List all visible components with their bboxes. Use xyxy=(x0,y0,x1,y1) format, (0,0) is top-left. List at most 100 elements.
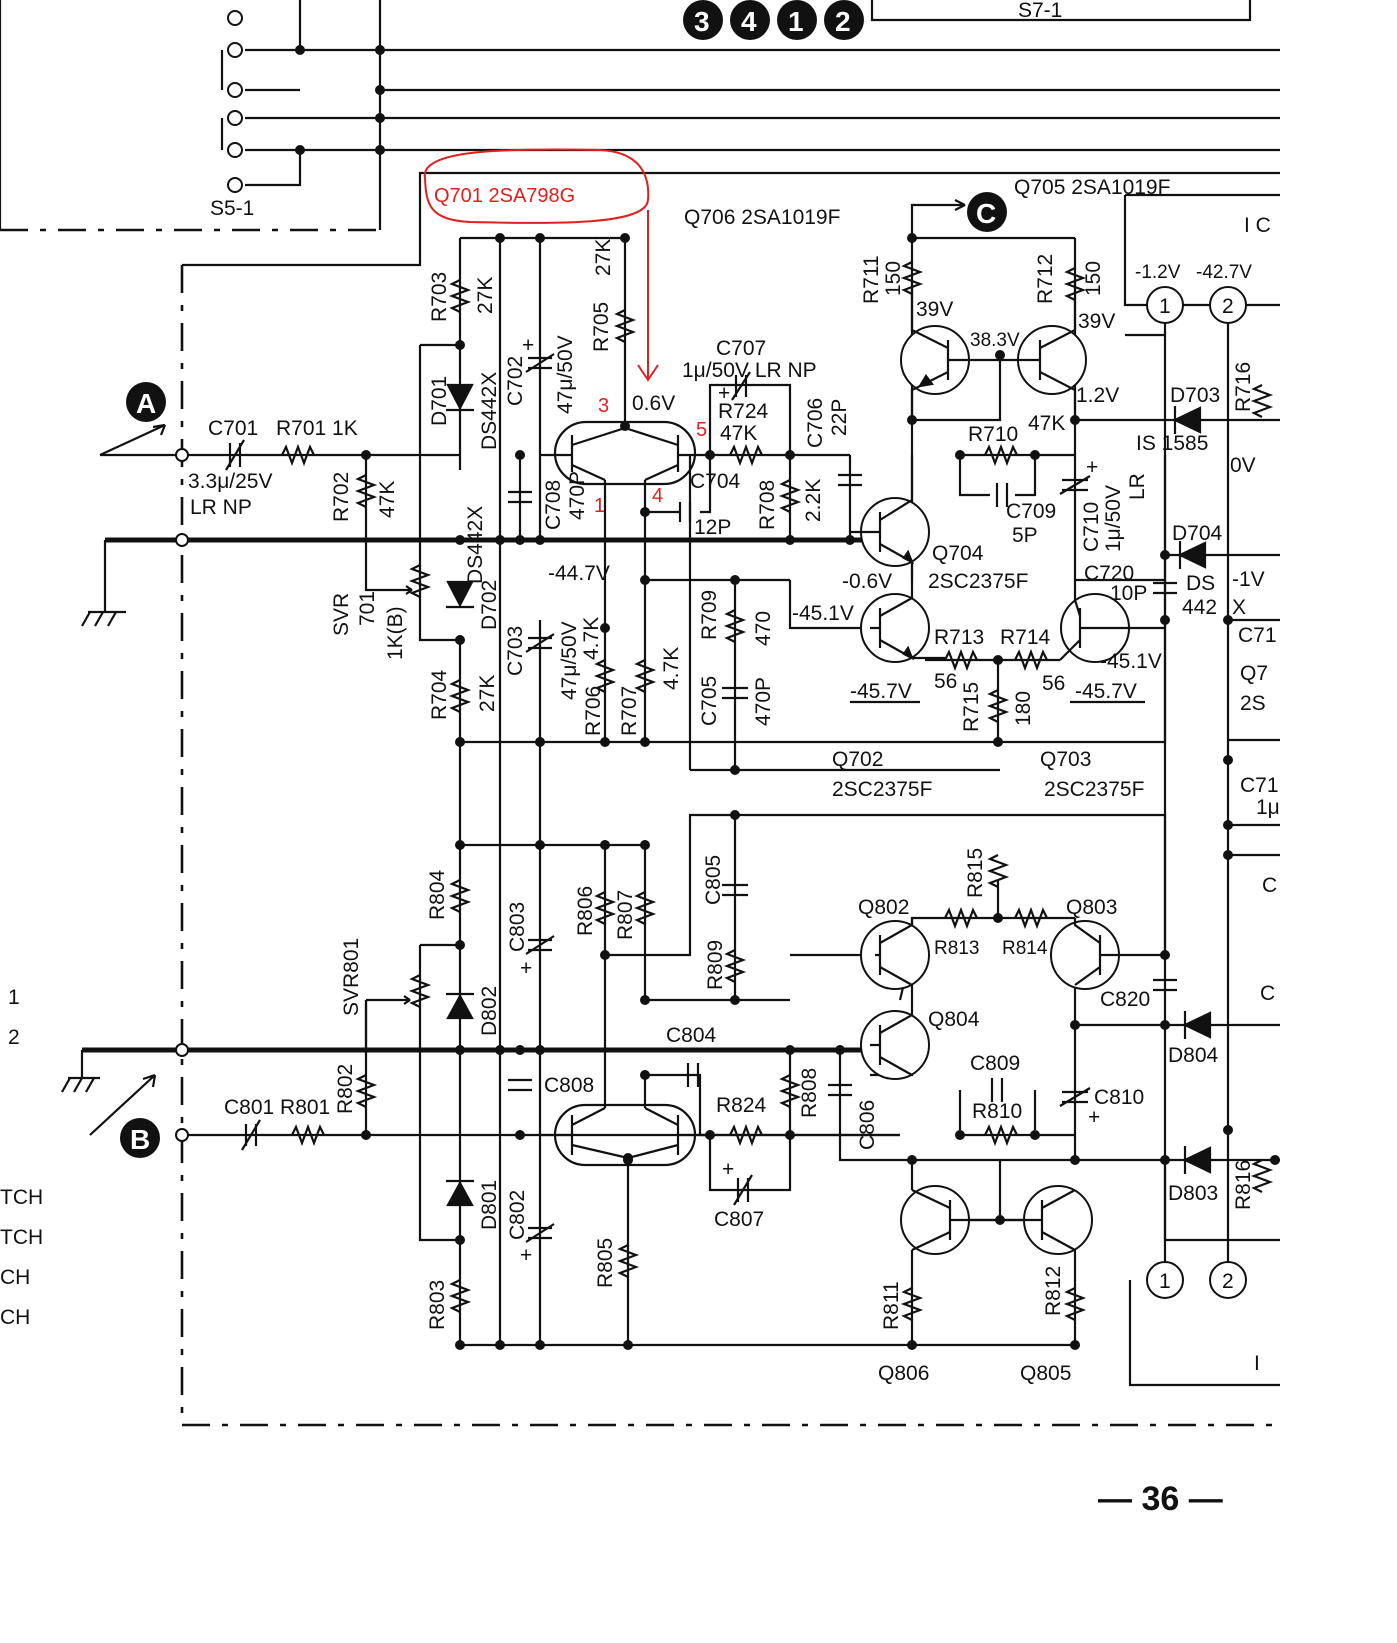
resistor-r805: R805 xyxy=(594,1238,640,1288)
voltage-ic1: -1.2V xyxy=(1135,262,1181,283)
resistor-r712: R712 150 xyxy=(1034,254,1105,304)
label-s7: S7-1 xyxy=(1018,0,1062,22)
diode-d804: D804 xyxy=(1168,1011,1219,1067)
label-c711: C71 xyxy=(1238,624,1277,647)
value-c710: 1μ/50V xyxy=(1102,485,1125,552)
ic-pins-top: 1 2 -1.2V -42.7V xyxy=(1135,262,1252,324)
resistor-r715: R715 180 xyxy=(960,682,1035,732)
diode-d801: D801 xyxy=(446,1180,501,1230)
transistor-q702 xyxy=(860,580,945,663)
type-d701: DS442X xyxy=(478,372,501,450)
transistor-q808 xyxy=(540,1075,710,1167)
type-c710: LR xyxy=(1126,473,1149,500)
label-r805: R805 xyxy=(594,1238,617,1288)
value-c720: 10P xyxy=(1110,582,1147,605)
label-r808: R808 xyxy=(798,1068,821,1118)
capacitor-c706: C706 22P xyxy=(804,398,862,487)
capacitor-c802: C802 + xyxy=(506,1190,555,1267)
plus-sign: + xyxy=(1086,456,1098,479)
ground-icon xyxy=(61,540,126,1093)
label-r703: R703 xyxy=(428,272,451,322)
value-c702: 47μ/50V xyxy=(554,335,577,414)
ic-pin-2-bottom: 2 xyxy=(1222,1270,1234,1293)
capacitor-c720: C720 10P xyxy=(1084,562,1177,605)
label-c709: C709 xyxy=(1006,500,1056,523)
label-r704: R704 xyxy=(428,669,451,720)
label-r801: C801 R801 xyxy=(224,1096,330,1119)
label-r709: R709 xyxy=(698,590,721,640)
label-ic-bottom: I xyxy=(1254,1352,1260,1375)
label-d804: D804 xyxy=(1168,1044,1219,1067)
label-c704: C704 xyxy=(690,470,741,493)
connector-a-icon: A xyxy=(99,382,167,456)
red-annotation: Q701 2SA798G 3 5 1 4 xyxy=(423,148,707,517)
label-r716: R716 xyxy=(1232,362,1255,412)
resistor-r808: R808 xyxy=(778,1068,821,1118)
diode-d704: D704 DS 442 X xyxy=(1172,522,1246,619)
voltage-451: -45.1V xyxy=(792,602,854,625)
label-c707: C707 xyxy=(716,337,766,360)
label-r707: R707 xyxy=(618,686,641,736)
transistor-q704: Q704 2SC2375F xyxy=(850,455,1028,593)
label-r815: R815 xyxy=(964,848,987,898)
resistor-r703: R703 27K xyxy=(428,272,497,322)
resistor-r701: R701 1K xyxy=(276,417,358,467)
transistor-q701 xyxy=(540,420,710,505)
resistor-r801: C801 R801 xyxy=(224,1096,330,1151)
label-c710: C710 xyxy=(1080,502,1103,552)
label-d704: D704 xyxy=(1172,522,1223,545)
resistor-r716: R716 xyxy=(1232,362,1274,418)
label-c807: C807 xyxy=(714,1208,764,1231)
label-c810: C810 xyxy=(1094,1086,1144,1109)
value-r702: 47K xyxy=(376,481,399,518)
resistor-r704: R704 27K xyxy=(428,669,499,720)
resistor-r709: R709 470 xyxy=(698,590,775,646)
badge-4: 4 xyxy=(741,6,757,37)
voltage-39b: 39V xyxy=(1078,310,1115,333)
label-q703: Q703 xyxy=(1040,748,1091,771)
label-d803: D803 xyxy=(1168,1182,1218,1205)
transistor-q706 xyxy=(900,280,1000,420)
resistor-r812: R812 xyxy=(1042,1266,1087,1321)
voltage-447: -44.7V xyxy=(548,562,610,585)
resistor-r708: R708 2.2K xyxy=(756,479,825,530)
resistor-r811: R811 xyxy=(880,1281,924,1330)
label-c809: C809 xyxy=(970,1052,1020,1075)
capacitor-c703: C703 47μ/50V 4.7K xyxy=(504,617,603,700)
value-r715: 180 xyxy=(1012,691,1035,726)
label-c705: C705 xyxy=(698,676,721,726)
label-r816: R816 xyxy=(1232,1160,1255,1210)
label-q806: Q806 xyxy=(878,1362,929,1385)
value-c705: 470P xyxy=(752,677,775,726)
value-r709: 470 xyxy=(752,611,775,646)
value-r711: 150 xyxy=(882,261,905,296)
label-r802: R802 xyxy=(334,1064,357,1114)
value-r724: 47K xyxy=(720,422,757,445)
label-c708: C708 xyxy=(542,480,565,530)
label-q706: Q706 2SA1019F xyxy=(684,206,840,229)
resistor-r824: R824 xyxy=(716,1094,767,1147)
type-d704-b: 442 xyxy=(1182,596,1217,619)
diode-d802: D802 xyxy=(446,986,501,1036)
voltage-1v: -1V xyxy=(1232,568,1265,591)
label-d801: D801 xyxy=(478,1180,501,1230)
margin-ch-a: CH xyxy=(0,1266,30,1289)
type-q703: 2SC2375F xyxy=(1044,778,1144,801)
transistor-q703 xyxy=(1059,580,1165,663)
ic-pin-1-bottom: 1 xyxy=(1159,1270,1171,1293)
value-c707: 1μ/50V LR NP xyxy=(682,359,817,382)
label-47k: 47K xyxy=(1028,412,1065,435)
value-r712: 150 xyxy=(1082,261,1105,296)
label-c703: C703 xyxy=(504,626,527,676)
resistor-r810: R810 xyxy=(972,1100,1022,1147)
label-q705: Q705 2SA1019F xyxy=(1014,176,1170,199)
label-c702: C702 xyxy=(504,356,527,406)
label-r712: R712 xyxy=(1034,254,1057,304)
label-r706: R706 xyxy=(582,686,605,736)
value-r705: 27K xyxy=(592,239,615,276)
label-r804: R804 xyxy=(426,869,449,920)
label-svr701-a: SVR xyxy=(330,593,353,636)
label-r701: R701 1K xyxy=(276,417,358,440)
resistor-r802: R802 xyxy=(334,1064,378,1114)
label-r714: R714 xyxy=(1000,626,1051,649)
